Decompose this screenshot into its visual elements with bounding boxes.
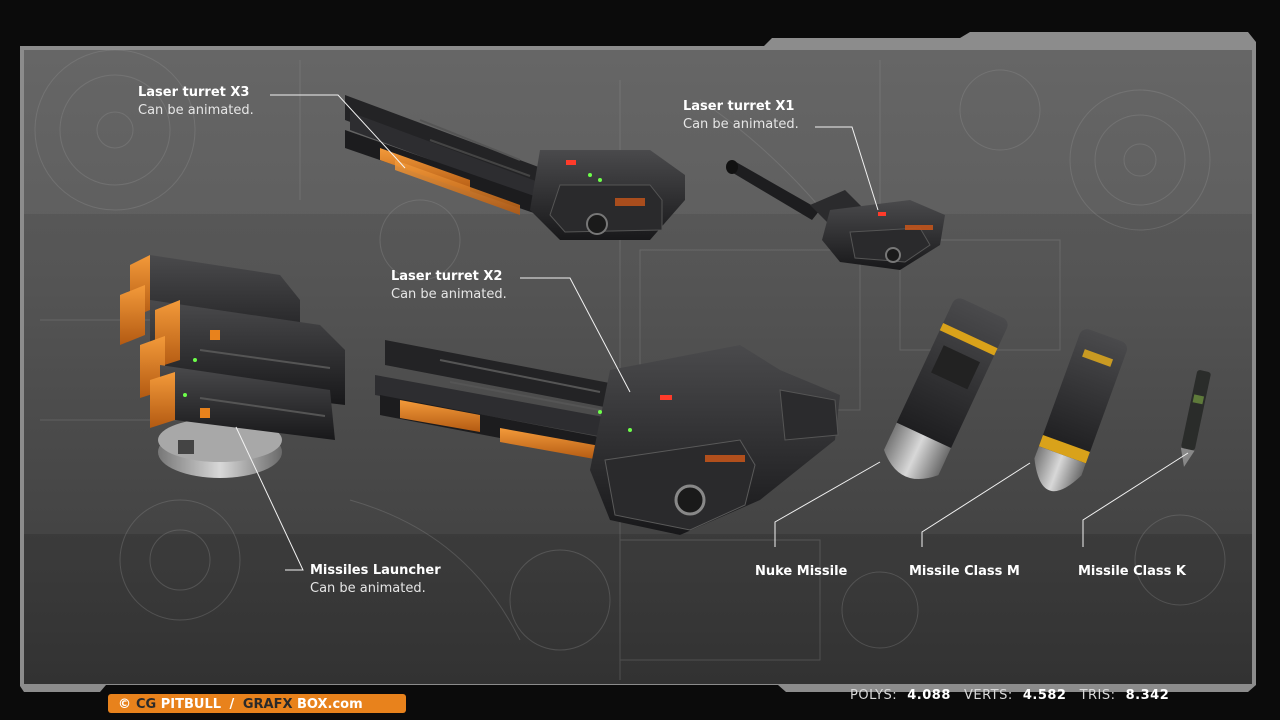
label-title: Laser turret X3 — [138, 85, 249, 100]
svg-text:POLYS: 4.088 VERTS: POLYS: 4.088 VERTS: 4.582 TRIS: 8.342 — [850, 684, 1169, 703]
label-missile-class-m: Missile Class M — [909, 564, 1020, 579]
missile-class-m-model — [1034, 329, 1128, 492]
label-subtitle: Can be animated. — [310, 581, 426, 596]
verts-label: VERTS: — [964, 688, 1013, 703]
label-laser-turret-x1: Laser turret X1 Can be animated. — [683, 99, 799, 132]
label-subtitle: Can be animated. — [683, 117, 799, 132]
laser-turret-x3-model — [345, 95, 685, 240]
copyright-symbol: © — [118, 697, 131, 712]
brand-slash: / — [230, 697, 235, 712]
label-subtitle: Can be animated. — [138, 103, 254, 118]
label-missile-class-k: Missile Class K — [1078, 564, 1187, 579]
missiles-launcher-model — [120, 255, 345, 478]
leader-lines — [235, 94, 1189, 571]
label-nuke-missile: Nuke Missile — [755, 564, 848, 579]
brand-grafx: GRAFX — [243, 697, 293, 712]
label-missiles-launcher: Missiles Launcher Can be animated. — [310, 563, 441, 596]
tris-value: 8.342 — [1126, 688, 1170, 703]
label-laser-turret-x2: Laser turret X2 Can be animated. — [391, 269, 507, 302]
laser-turret-x2-model — [375, 340, 840, 535]
brand-pitbull: PITBULL — [161, 697, 221, 712]
label-subtitle: Can be animated. — [391, 287, 507, 302]
laser-turret-x1-model — [726, 160, 945, 270]
brand-cg: CG — [136, 697, 156, 712]
polys-value: 4.088 — [907, 688, 951, 703]
label-laser-turret-x3: Laser turret X3 Can be animated. — [138, 85, 254, 118]
tris-label: TRIS: — [1079, 688, 1116, 703]
label-title: Laser turret X2 — [391, 269, 502, 284]
label-title: Missiles Launcher — [310, 563, 441, 578]
missile-class-k-model — [1180, 370, 1211, 467]
brand-box: BOX.com — [297, 697, 363, 712]
brand-badge: © CG PITBULL / GRAFX BOX.com — [108, 694, 406, 713]
polys-label: POLYS: — [850, 688, 897, 703]
verts-value: 4.582 — [1023, 688, 1067, 703]
nuke-missile-model — [884, 298, 1008, 479]
label-title: Laser turret X1 — [683, 99, 794, 114]
svg-text:© CG PITBULL: © CG PITBULL / GRAFX BOX.com — [118, 697, 363, 712]
stats-bar: POLYS: 4.088 VERTS: 4.582 TRIS: 8.342 — [850, 684, 1169, 703]
